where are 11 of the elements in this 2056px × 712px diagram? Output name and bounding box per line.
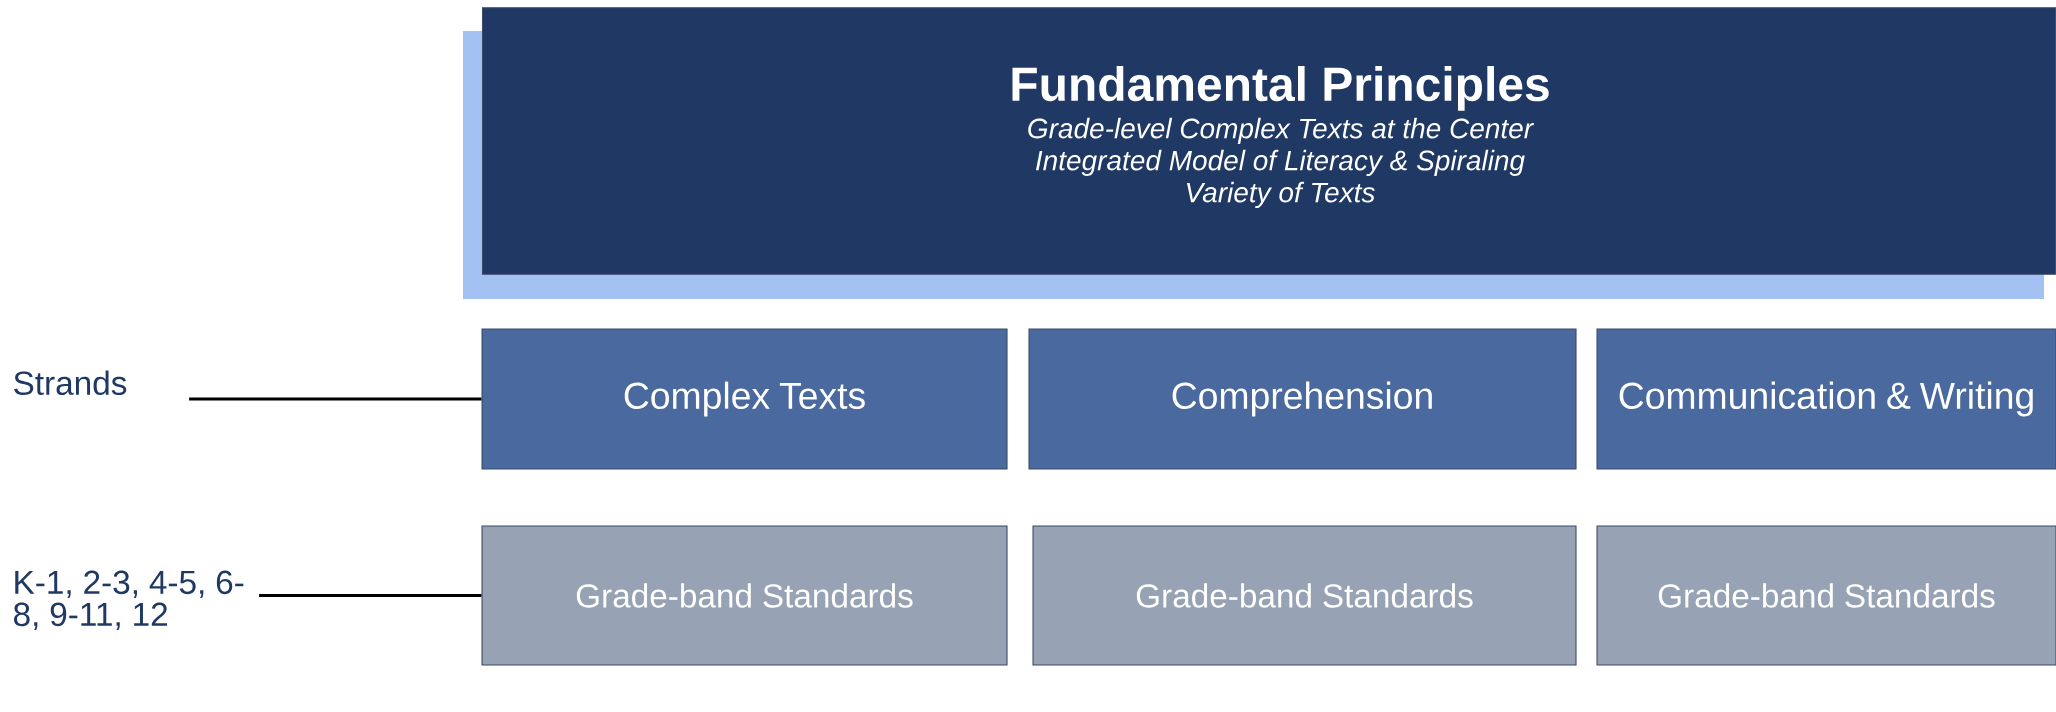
leader-line — [189, 397, 482, 401]
side-label: Strands — [14, 370, 127, 395]
principles-banner: Fundamental Principles Grade-level Complex Texts at the Center Integrated Model of Literacy & Spiraling Variety of Texts — [481, 7, 2056, 275]
standards-box: Grade-band Standards — [1032, 525, 1577, 666]
leader-line — [259, 593, 482, 598]
strand-box: Complex Texts — [481, 328, 1008, 470]
standards-box: Grade-band Standards — [481, 525, 1008, 666]
side-label: K-1, 2-3, 4-5, 6-8, 9-11, 12 — [14, 570, 244, 631]
strand-box: Comprehension — [1028, 328, 1577, 470]
standards-box: Grade-band Standards — [1596, 525, 2056, 666]
strand-box: Communication & Writing — [1596, 328, 2056, 470]
